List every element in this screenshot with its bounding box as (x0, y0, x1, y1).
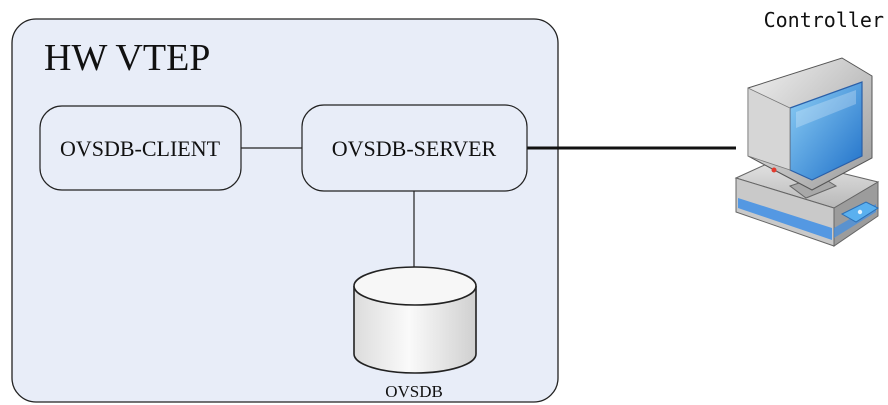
ovsdb-cylinder-body (353, 286, 477, 374)
ovsdb-client-label: OVSDB-CLIENT (60, 136, 221, 161)
desktop-computer-icon (734, 57, 880, 247)
ovsdb-label: OVSDB (385, 382, 443, 401)
computer-base-light (738, 198, 832, 240)
ovsdb-server-box (301, 104, 528, 192)
monitor-side (747, 87, 791, 171)
ovsdb-database-icon (353, 266, 477, 374)
ovsdb-server-label: OVSDB-SERVER (332, 136, 497, 161)
hw-vtep-title: HW VTEP (44, 37, 210, 79)
power-led-icon (771, 167, 777, 173)
disk-hole (857, 209, 863, 215)
controller-label: Controller (764, 8, 884, 32)
monitor-screen-highlight (796, 90, 856, 128)
ovsdb-client-box (39, 105, 242, 191)
ovsdb-client-node: OVSDB-CLIENT (39, 105, 242, 191)
ovsdb-cylinder-top (353, 266, 477, 306)
ovsdb-server-node: OVSDB-SERVER (301, 104, 528, 192)
